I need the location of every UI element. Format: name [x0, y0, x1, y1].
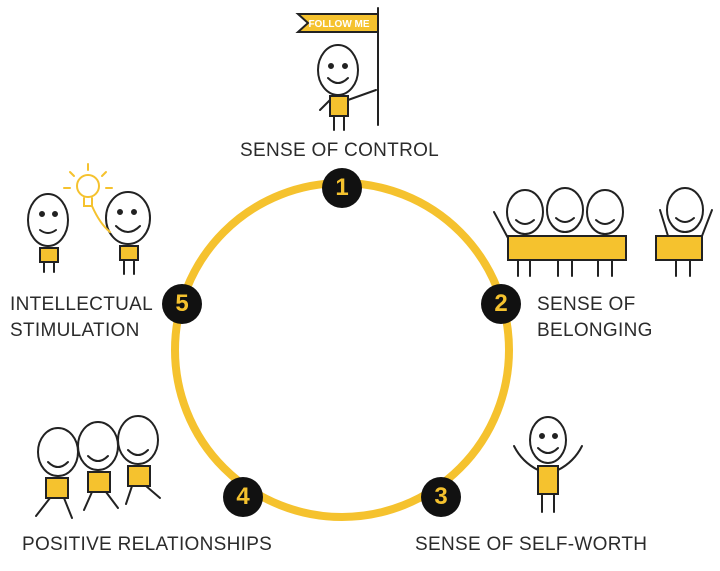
- step-1-label: SENSE OF CONTROL: [240, 138, 439, 164]
- running-friends-icon: [35, 415, 161, 519]
- step-5-label-line-2: STIMULATION: [10, 320, 140, 341]
- cheering-figure-icon: [513, 416, 583, 513]
- step-3-badge: 3: [421, 477, 461, 517]
- step-3-label: SENSE OF SELF-WORTH: [415, 532, 647, 558]
- step-4-label-line-1: POSITIVE RELATIONSHIPS: [22, 534, 273, 555]
- lightbulb-idea-icon: [27, 163, 151, 275]
- cycle-ring: [171, 179, 513, 521]
- step-1-badge: 1: [322, 168, 362, 208]
- step-4-badge: 4: [223, 477, 263, 517]
- puzzle-group-icon: [493, 187, 713, 277]
- step-5-label: INTELLECTUAL STIMULATION: [10, 292, 153, 344]
- flag-text: FOLLOW ME: [308, 19, 369, 30]
- step-2-label-line-2: BELONGING: [537, 320, 653, 341]
- figure-with-flag-icon: FOLLOW ME: [295, 7, 379, 131]
- step-2-label-line-1: SENSE OF: [537, 294, 636, 315]
- step-4-label: POSITIVE RELATIONSHIPS: [22, 532, 272, 558]
- step-5-badge: 5: [162, 284, 202, 324]
- step-1-label-line-1: SENSE OF CONTROL: [240, 140, 440, 161]
- step-2-label: SENSE OF BELONGING: [537, 292, 653, 344]
- step-5-label-line-1: INTELLECTUAL: [10, 294, 153, 315]
- step-2-badge: 2: [481, 284, 521, 324]
- step-3-label-line-1: SENSE OF SELF-WORTH: [415, 534, 648, 555]
